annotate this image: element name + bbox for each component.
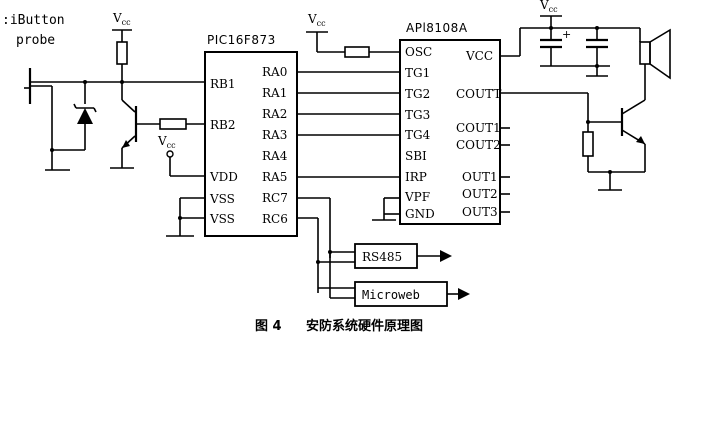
voice-pin-tg4: TG4: [405, 128, 431, 142]
vcc-label-3: Vcc: [307, 12, 326, 28]
base-resistor: [159, 118, 187, 130]
pullup-and-transistor: Vcc Vcc: [110, 11, 205, 237]
mcu-pin-ra1: RA1: [262, 86, 287, 100]
vcc-label-1: Vcc: [112, 11, 131, 27]
arrow-right-icon: [440, 250, 452, 262]
voice-pin-cout1: COUT1: [456, 121, 501, 135]
emitter-resistor: [582, 131, 594, 157]
probe-label-line1: :iButton: [2, 13, 65, 28]
voice-pin-cout2: COUT2: [456, 138, 501, 152]
caption-title: 安防系统硬件原理图: [306, 318, 423, 334]
pullup-resistor: [116, 41, 128, 65]
voice-pin-irp: IRP: [405, 170, 427, 184]
mcu-pin-rb2: RB2: [210, 118, 236, 132]
voice-pin-out2: OUT2: [462, 187, 498, 201]
rs485-label: RS485: [362, 250, 402, 264]
voice-pin-vpf: VPF: [404, 190, 430, 204]
voice-pin-tg1: TG1: [405, 66, 430, 80]
osc-resistor: [344, 46, 370, 58]
voice-pin-out1: OUT1: [462, 170, 498, 184]
mcu-pin-vdd: VDD: [209, 170, 238, 184]
voice-pin-gnd: GND: [405, 207, 435, 221]
mcu-pin-ra5: RA5: [262, 170, 287, 184]
apl8108a-chip: APl8108A OSC TG1 TG2 TG3 TG4 SBI IRP VPF…: [372, 21, 510, 225]
probe-label-line2: probe: [16, 33, 55, 48]
voice-pin-out3: OUT3: [462, 205, 498, 219]
ibutton-probe: :iButton probe: [2, 13, 205, 171]
voice-pin-tg3: TG3: [405, 108, 430, 122]
pic16f873-chip: PIC16F873 RB1 RB2 VDD VSS VSS RA0 RA1 RA…: [204, 33, 298, 237]
mcu-pin-ra0: RA0: [262, 65, 287, 79]
microweb-label: Microweb: [362, 288, 420, 302]
voice-pin-osc: OSC: [405, 45, 432, 59]
voice-pin-tg2: TG2: [405, 87, 430, 101]
output-blocks: RS485 Microweb: [354, 243, 470, 307]
vcc-label-2: Vcc: [157, 134, 176, 150]
osc-supply: Vcc: [306, 12, 400, 58]
zener-diode-icon: [77, 108, 93, 124]
mcu-name: PIC16F873: [207, 33, 276, 47]
caption-figure-number: 图 4: [255, 319, 282, 334]
voice-chip-name: APl8108A: [406, 21, 468, 35]
mcu-pin-vss-1: VSS: [209, 192, 235, 206]
arrow-right-icon: [458, 288, 470, 300]
mcu-to-voice-chip-wires: [297, 71, 400, 299]
mcu-pin-vss-2: VSS: [209, 212, 235, 226]
voice-pin-coutt: COUTT: [456, 87, 501, 101]
voice-pin-sbi: SBI: [405, 149, 427, 163]
output-transistor-stage: [500, 92, 646, 191]
mcu-pin-rc6: RC6: [262, 212, 288, 226]
supply-capacitors: Vcc +: [500, 0, 671, 92]
mcu-pin-ra2: RA2: [262, 107, 287, 121]
vcc-label-4: Vcc: [539, 0, 558, 14]
capacitor-polarity: +: [562, 28, 571, 41]
speaker-icon: [639, 41, 651, 65]
mcu-pin-ra4: RA4: [262, 149, 288, 163]
mcu-pin-rb1: RB1: [210, 77, 236, 91]
mcu-pin-rc7: RC7: [262, 191, 288, 205]
voice-pin-vcc: VCC: [465, 49, 493, 63]
figure-caption: 图 4 安防系统硬件原理图: [255, 318, 423, 334]
mcu-pin-ra3: RA3: [262, 128, 287, 142]
